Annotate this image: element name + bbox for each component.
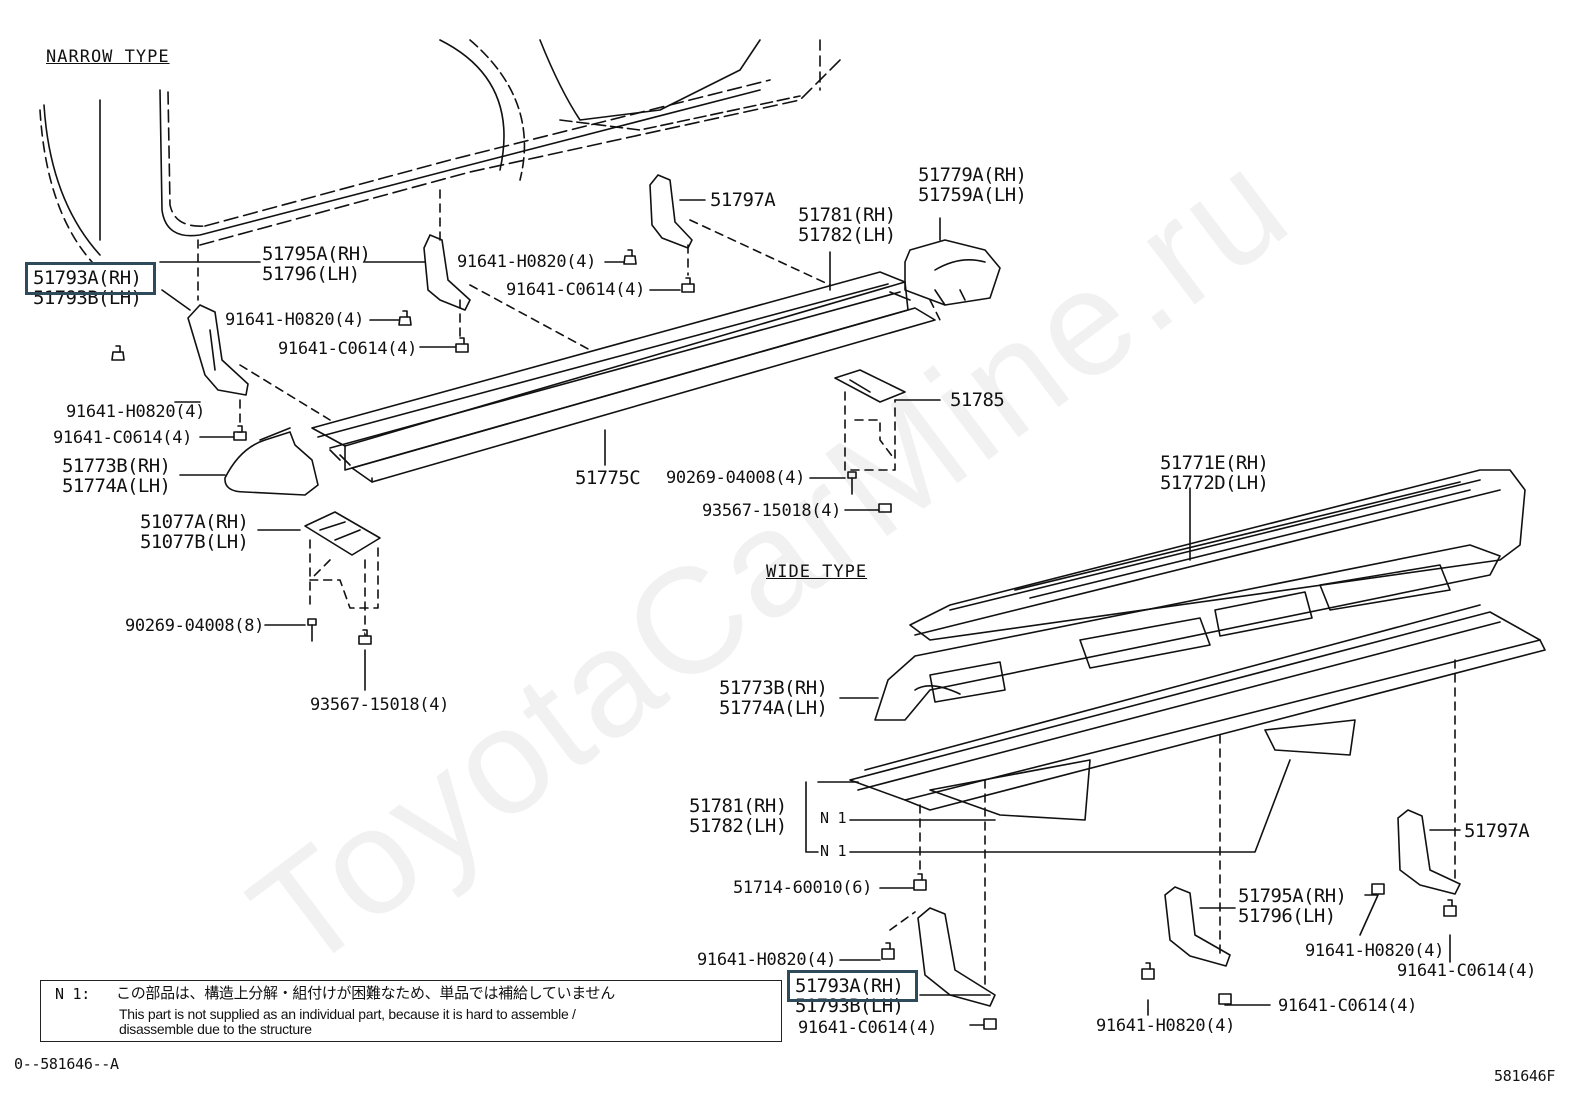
wide-step-frame <box>874 544 1501 721</box>
label-51785[interactable]: 51785 <box>950 389 1005 411</box>
label-51795-wide[interactable]: 51795A(RH)51796(LH) <box>1238 885 1347 927</box>
narrow-front-cap <box>904 239 1001 306</box>
label-51714[interactable]: 51714-60010(6) <box>733 878 873 898</box>
label-91641-c0614-wide-c[interactable]: 91641-C0614(4) <box>1278 996 1418 1016</box>
label-90269-top[interactable]: 90269-04008(4) <box>666 468 806 488</box>
label-91641-c0614-mid[interactable]: 91641-C0614(4) <box>278 339 418 359</box>
label-51779-narrow[interactable]: 51779A(RH)51759A(LH) <box>918 164 1027 206</box>
label-91641-c0614-wide-b[interactable]: 91641-C0614(4) <box>798 1018 938 1038</box>
label-91641-h0820-wide-c[interactable]: 91641-H0820(4) <box>1096 1016 1236 1036</box>
wide-step-board <box>909 469 1526 641</box>
label-93567-top[interactable]: 93567-15018(4) <box>702 501 842 521</box>
wide-dashed-guides <box>889 659 1456 991</box>
bolt-fasteners <box>111 249 1457 1030</box>
label-91641-h0820-left[interactable]: 91641-H0820(4) <box>66 402 206 422</box>
leader-lines <box>159 199 1461 1026</box>
label-51775c[interactable]: 51775C <box>575 467 641 489</box>
wide-bracket-51795 <box>1164 886 1231 967</box>
highlight-box-51793-wide <box>787 970 918 1002</box>
label-90269-left[interactable]: 90269-04008(8) <box>125 616 265 636</box>
label-51797-wide[interactable]: 51797A <box>1464 820 1530 842</box>
narrow-plate-51785 <box>834 369 906 403</box>
note-box: N 1: この部品は、構造上分解・組付けが困難なため、単品では補給していません … <box>40 980 782 1042</box>
note-marker: N 1: <box>55 985 90 1003</box>
wide-bracket-51793 <box>917 907 996 1007</box>
wide-n1-bracket <box>805 759 1291 853</box>
label-51781-wide[interactable]: 51781(RH)51782(LH) <box>689 795 787 837</box>
narrow-bracket-51795 <box>423 234 471 311</box>
wide-step-rail <box>849 604 1546 821</box>
label-51077[interactable]: 51077A(RH)51077B(LH) <box>140 511 249 553</box>
note-japanese: この部品は、構造上分解・組付けが困難なため、単品では補給していません <box>116 984 615 1002</box>
note-english: This part is not supplied as an individu… <box>119 1006 576 1037</box>
label-51795-narrow[interactable]: 51795A(RH)51796(LH) <box>262 243 371 285</box>
label-51773-narrow[interactable]: 51773B(RH)51774A(LH) <box>62 455 171 497</box>
narrow-plate-51077 <box>304 511 381 556</box>
label-51771-wide[interactable]: 51771E(RH)51772D(LH) <box>1160 452 1269 494</box>
section-title-narrow: NARROW TYPE <box>46 47 170 67</box>
label-91641-c0614-left[interactable]: 91641-C0614(4) <box>53 428 193 448</box>
wide-bracket-51797 <box>1397 809 1461 895</box>
label-91641-h0820-mid[interactable]: 91641-H0820(4) <box>225 310 365 330</box>
footer-left-code: 0--581646--A <box>14 1055 119 1073</box>
section-title-wide: WIDE TYPE <box>766 562 868 582</box>
label-91641-c0614-wide-a[interactable]: 91641-C0614(4) <box>1397 961 1537 981</box>
label-51797-narrow[interactable]: 51797A <box>710 189 776 211</box>
label-93567-left[interactable]: 93567-15018(4) <box>310 695 450 715</box>
narrow-end-cap <box>224 427 319 496</box>
footer-right-code: 581646F <box>1494 1067 1556 1085</box>
highlight-box-51793-narrow <box>25 262 156 295</box>
label-n1-a: N 1 <box>820 809 847 827</box>
narrow-bracket-51793 <box>187 304 249 396</box>
narrow-dashed-guides <box>197 189 941 641</box>
narrow-bracket-51797 <box>649 174 693 249</box>
label-n1-b: N 1 <box>820 842 847 860</box>
label-91641-c0614-top[interactable]: 91641-C0614(4) <box>506 280 646 300</box>
vehicle-body-outline <box>39 39 841 263</box>
label-91641-h0820-wide-b[interactable]: 91641-H0820(4) <box>697 950 837 970</box>
label-91641-h0820-wide-a[interactable]: 91641-H0820(4) <box>1305 941 1445 961</box>
label-91641-h0820-top[interactable]: 91641-H0820(4) <box>457 252 597 272</box>
label-51781-narrow[interactable]: 51781(RH)51782(LH) <box>798 204 896 246</box>
label-51773-wide[interactable]: 51773B(RH)51774A(LH) <box>719 677 828 719</box>
